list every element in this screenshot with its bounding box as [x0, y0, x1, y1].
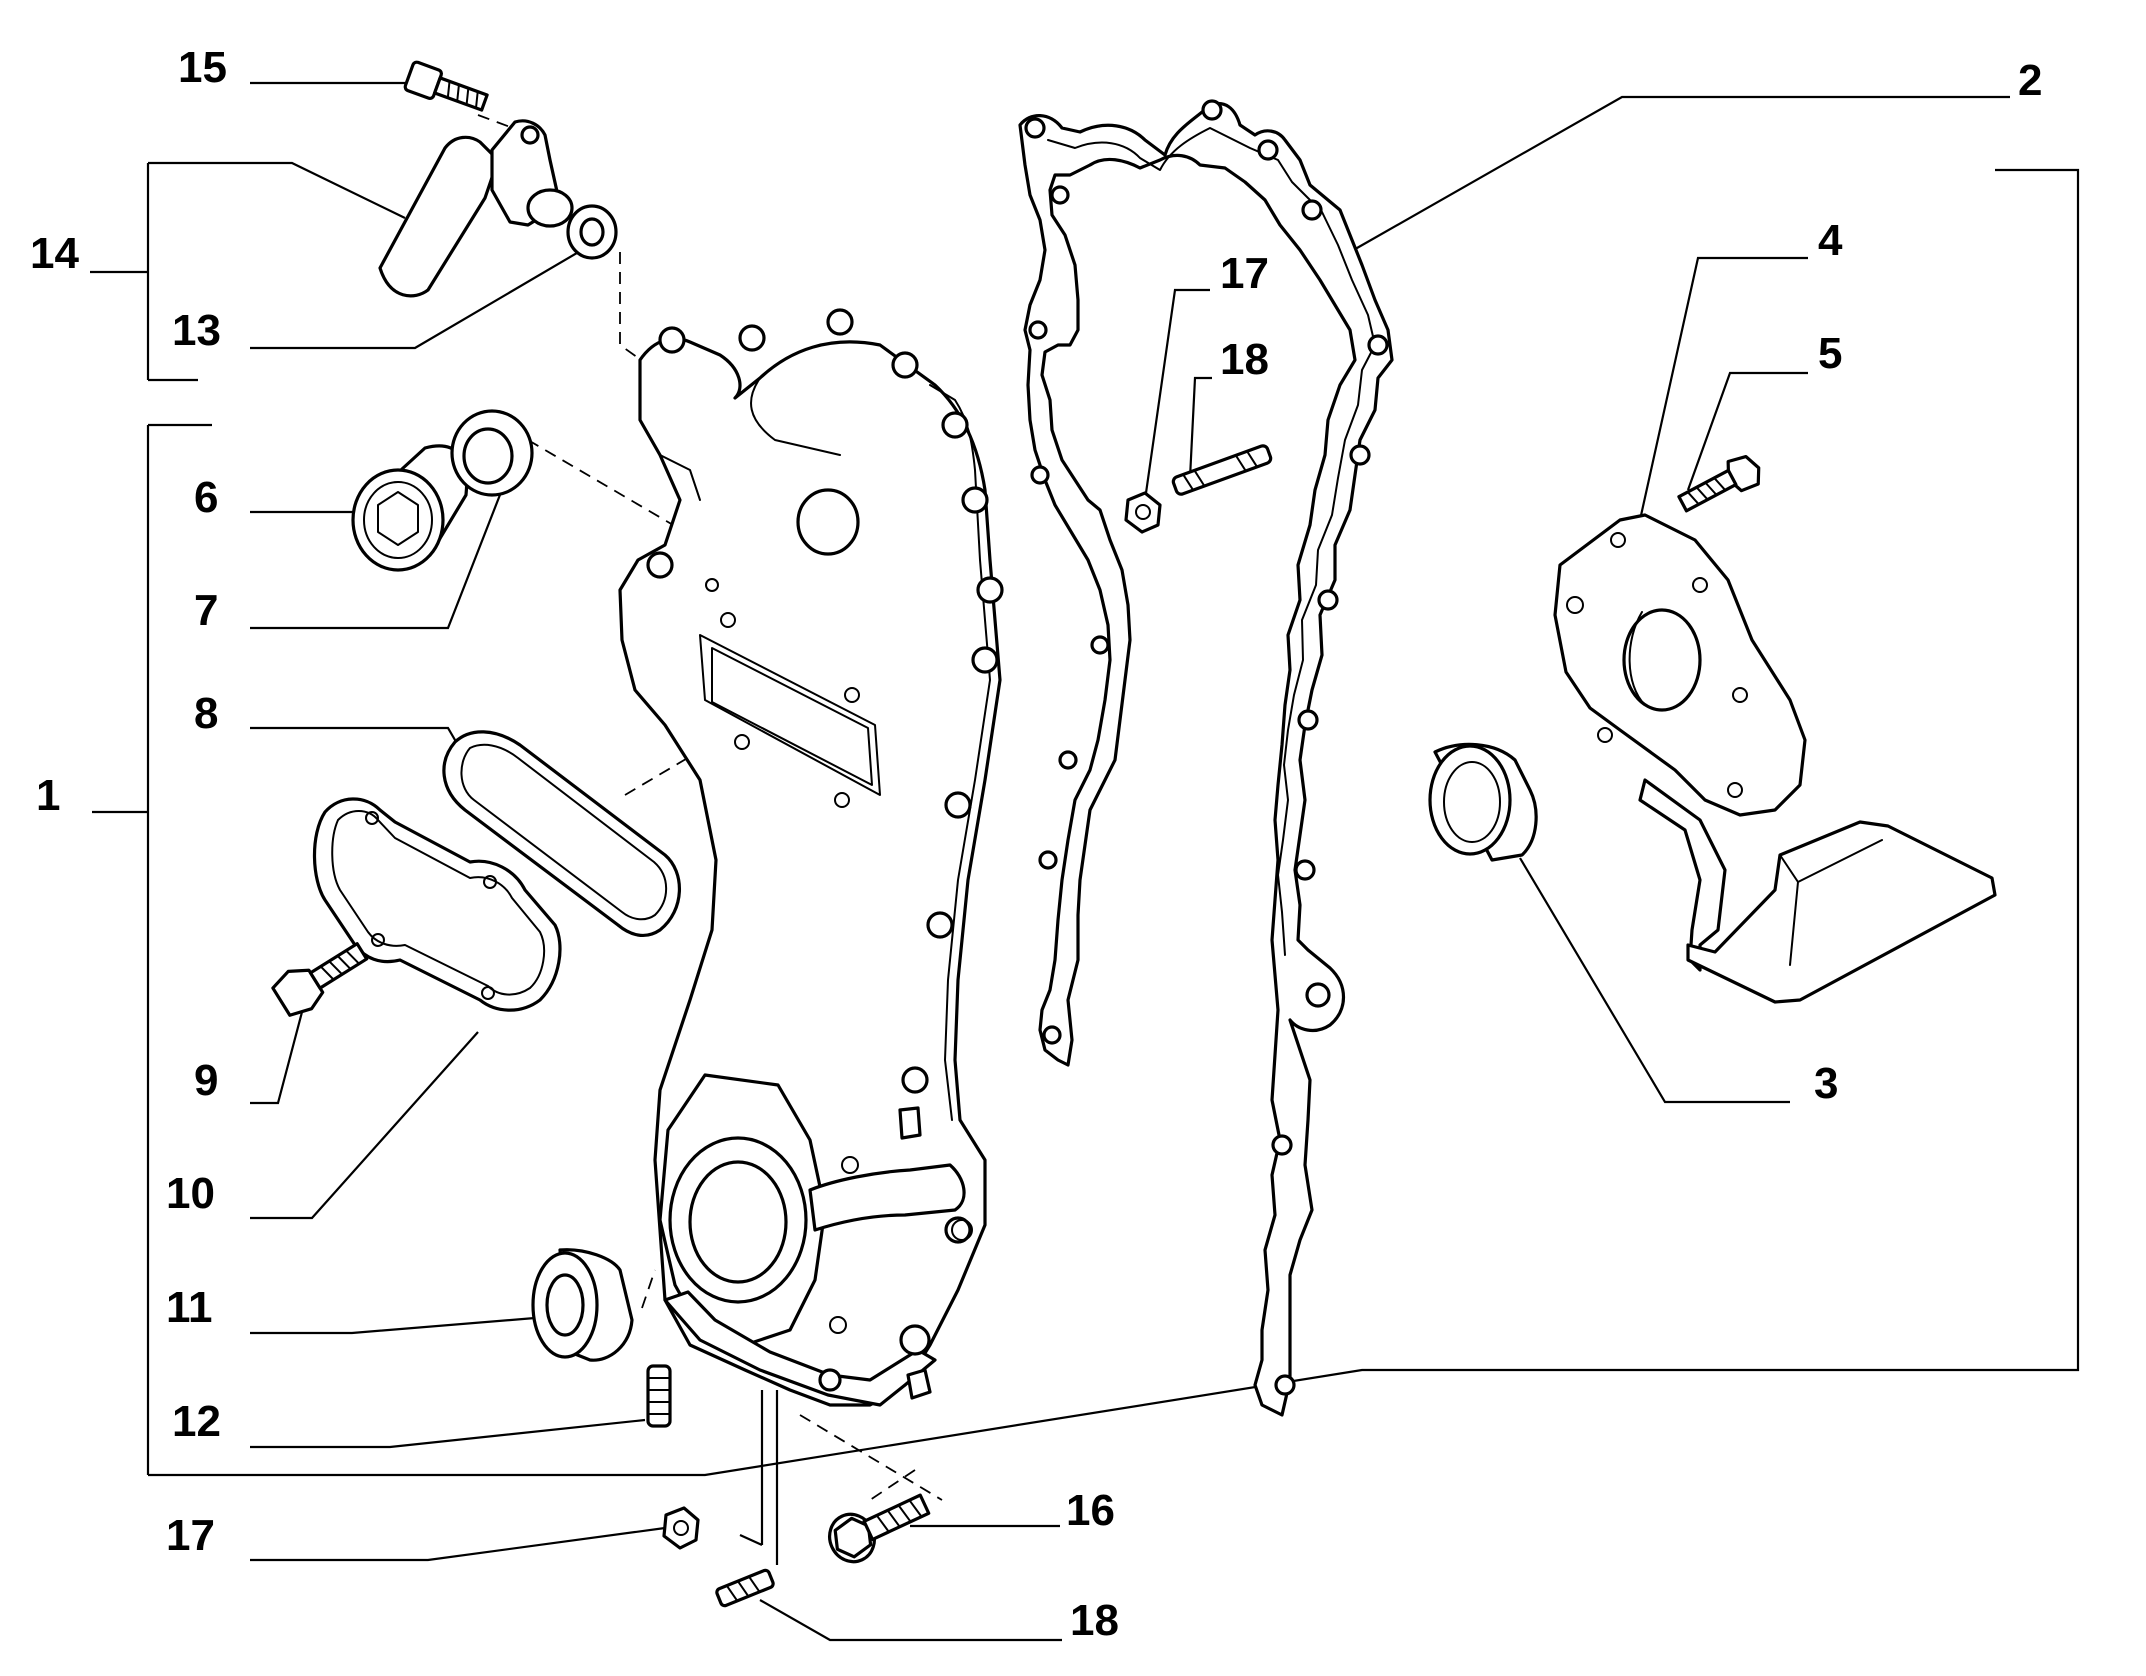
callout-18-top: 18 [1220, 335, 1269, 384]
callout-3: 3 [1814, 1059, 1838, 1108]
callout-4: 4 [1818, 216, 1843, 265]
leader-lines [90, 81, 2080, 1642]
callout-13: 13 [172, 306, 221, 355]
nut-17-top [1124, 491, 1162, 534]
callout-9: 9 [194, 1056, 218, 1105]
callout-labels: 15 14 13 6 7 8 1 9 10 11 12 17 16 18 2 1… [30, 43, 2042, 1645]
callout-17-top: 17 [1220, 249, 1269, 298]
callout-11: 11 [166, 1283, 213, 1332]
bolt-5 [1677, 454, 1761, 513]
oil-pickup-4 [1553, 513, 1997, 1004]
bolt-16 [828, 1493, 931, 1564]
callout-1: 1 [36, 771, 60, 820]
callout-5: 5 [1818, 329, 1842, 378]
callout-7: 7 [194, 586, 218, 635]
callout-12: 12 [172, 1397, 221, 1446]
stud-18-bottom [715, 1568, 775, 1608]
stud-18-top [1171, 444, 1273, 496]
callout-2: 2 [2018, 56, 2042, 105]
seal-ring-11 [531, 1248, 634, 1362]
elbow-pipe-14 [378, 119, 574, 298]
bolt-15 [403, 60, 489, 112]
plug-6 [351, 444, 469, 572]
gasket-2 [1018, 99, 1394, 1417]
gasket-8 [442, 730, 681, 938]
callout-18-bottom: 18 [1070, 1596, 1119, 1645]
seal-3 [1428, 742, 1538, 862]
callout-8: 8 [194, 689, 218, 738]
callout-16: 16 [1066, 1486, 1115, 1535]
bolt-9 [271, 942, 369, 1017]
callout-17-bottom: 17 [166, 1511, 215, 1560]
timing-cover-1 [618, 308, 1004, 1407]
plate-gasket-10 [312, 797, 562, 1012]
nut-17-bottom [662, 1506, 700, 1550]
washer-7 [450, 409, 534, 497]
callout-10: 10 [166, 1169, 215, 1218]
callout-6: 6 [194, 473, 218, 522]
stud-12 [646, 1364, 672, 1428]
callout-15: 15 [178, 43, 227, 92]
o-ring-13 [566, 204, 618, 260]
callout-14: 14 [30, 229, 79, 278]
